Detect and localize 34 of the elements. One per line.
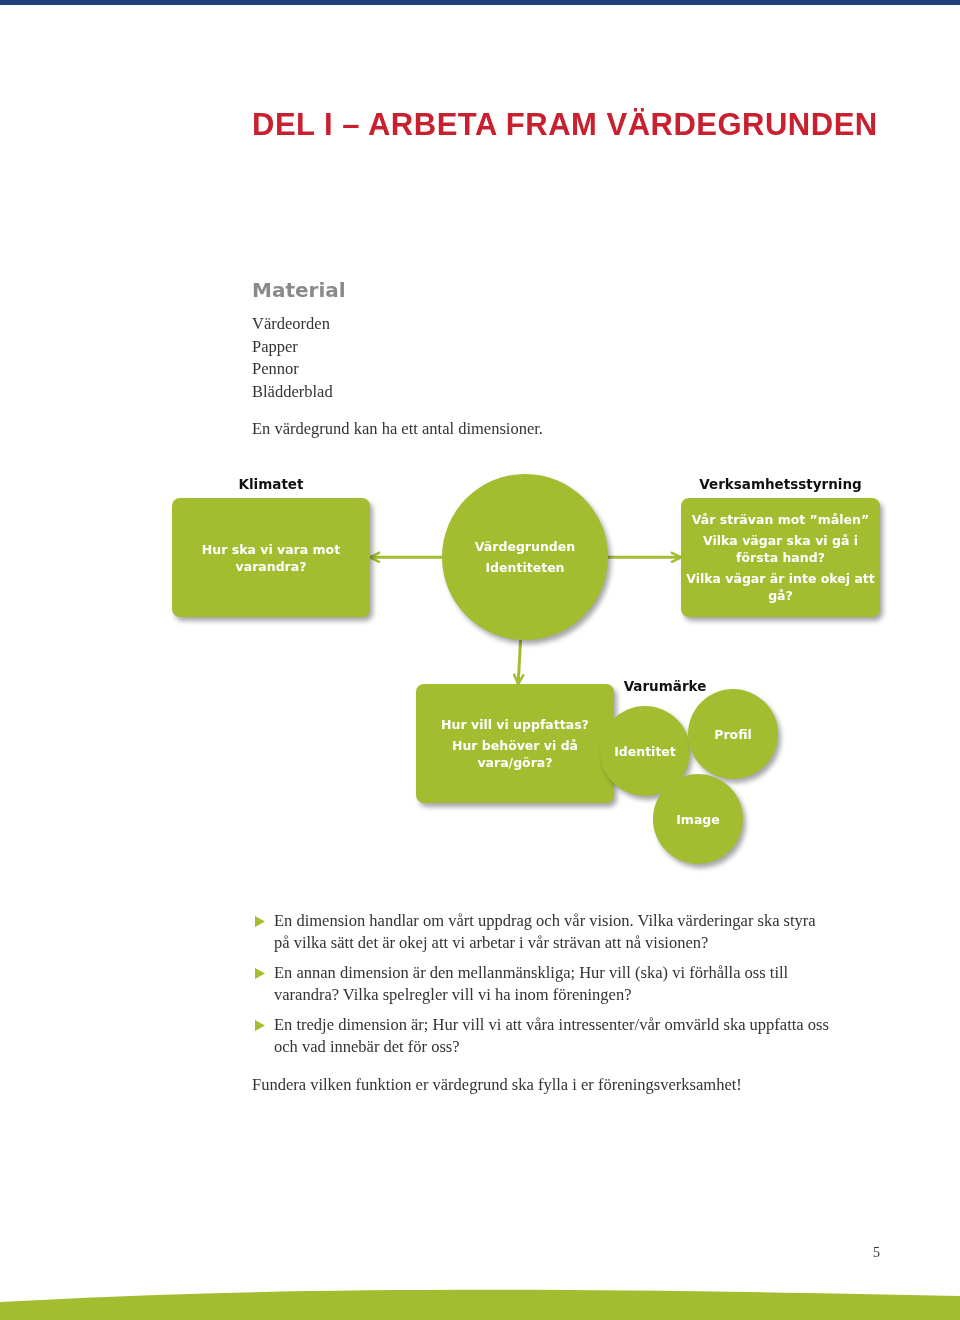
rounded-box bbox=[172, 498, 370, 617]
page-title: DEL I – ARBETA FRAM VÄRDEGRUNDEN bbox=[252, 106, 879, 144]
list-item: Papper bbox=[252, 336, 299, 358]
bullet-text: En tredje dimension är; Hur vill vi att våra intressenter/vår omvärld ska uppfatta oss och vad innebär det för oss? bbox=[274, 1014, 830, 1058]
page-number: 5 bbox=[872, 1245, 880, 1261]
node-text: Hur vill vi uppfattas? bbox=[441, 716, 589, 733]
rounded-box bbox=[681, 498, 880, 617]
arrow bbox=[512, 639, 525, 686]
node-text: Vilka vägar är inte okej att gå? bbox=[686, 570, 875, 604]
list-item: Pennor bbox=[252, 358, 300, 380]
list-item: Värdeorden bbox=[252, 313, 331, 335]
list-item: Blädderblad bbox=[252, 381, 334, 403]
bullet-text: En dimension handlar om vårt uppdrag och vår vision. Vilka värderingar ska styra på vilka sätt det är okej att vi arbetar i vår strävan att nå visionen? bbox=[274, 910, 817, 954]
node-text: Identitet bbox=[614, 742, 676, 760]
node-text: Vår strävan mot ”målen” bbox=[691, 511, 870, 528]
node-text: Profil bbox=[714, 725, 752, 743]
intro-text: En värdegrund kan ha ett antal dimensioner. bbox=[252, 418, 544, 440]
rounded-box bbox=[416, 684, 614, 803]
node-text: Identiteten bbox=[485, 559, 565, 576]
node-text: Hur ska vi vara mot varandra? bbox=[200, 540, 342, 575]
box-heading: Verksamhetsstyrning bbox=[698, 476, 863, 492]
bullet-text: En annan dimension är den mellanmänskliga; Hur vill (ska) vi förhålla oss till varandra? Vilka spelregler vill vi ha inom föreningen? bbox=[274, 962, 790, 1006]
arrow bbox=[368, 551, 442, 564]
circle-node bbox=[688, 689, 778, 779]
arrow bbox=[608, 551, 683, 564]
node-text: Värdegrunden bbox=[474, 538, 576, 555]
node-text: Image bbox=[676, 810, 720, 828]
group-heading: Varumärke bbox=[622, 678, 708, 694]
box-heading: Klimatet bbox=[237, 476, 305, 492]
node-text: Vilka vägar ska vi gå i första hand? bbox=[702, 532, 859, 566]
closing-text: Fundera vilken funktion er värdegrund ska fylla i er föreningsverksamhet! bbox=[252, 1074, 743, 1096]
node-text: Hur behöver vi då vara/göra? bbox=[450, 737, 580, 771]
section-heading: Material bbox=[252, 278, 347, 302]
circle-node bbox=[653, 774, 743, 864]
